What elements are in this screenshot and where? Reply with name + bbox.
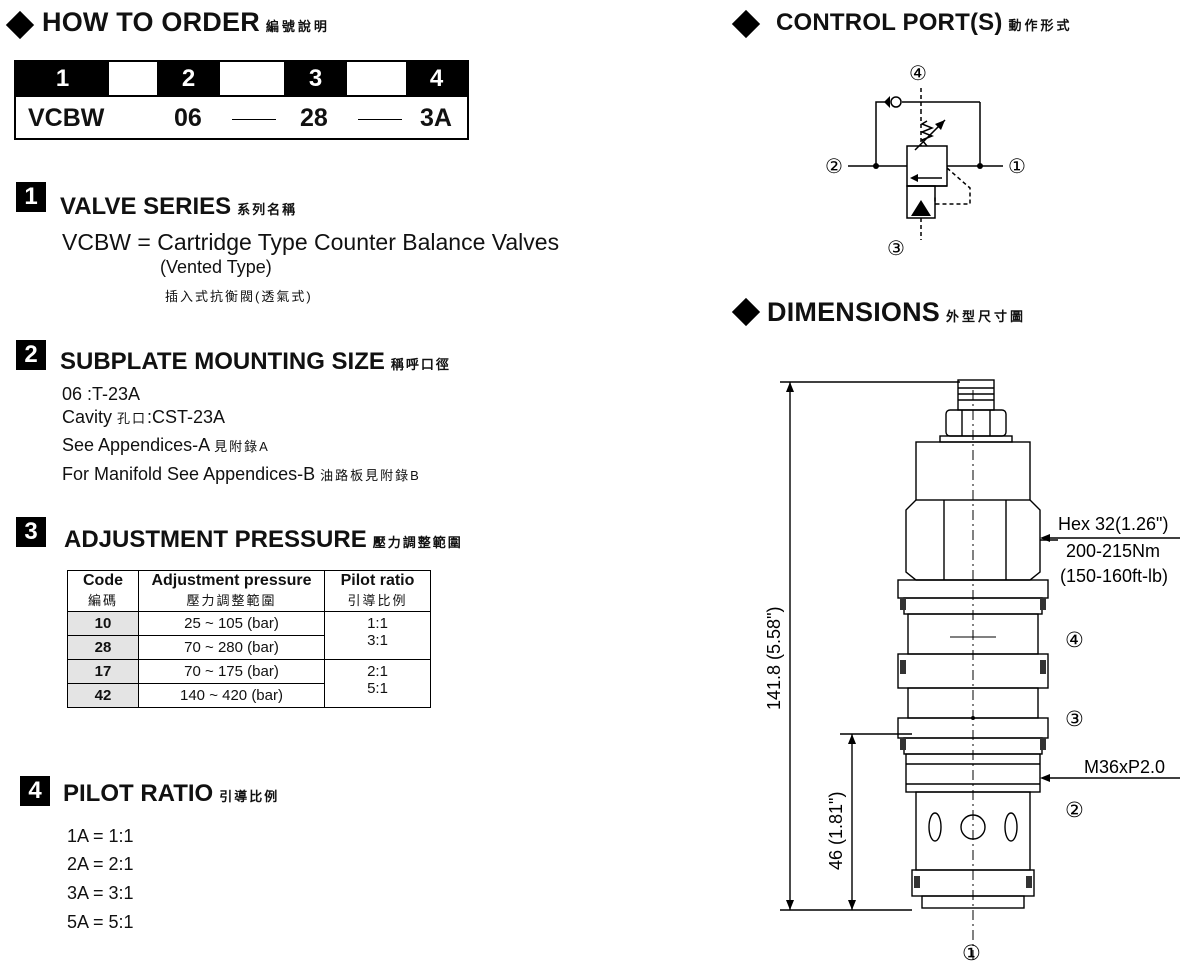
pilot-ratio-item: 5A = 5:1	[67, 912, 134, 932]
table-cell-range: 140 ~ 420 (bar)	[138, 683, 325, 708]
cavity-line: Cavity 孔口:CST-23A	[62, 407, 226, 427]
hex-label: Hex 32(1.26")	[1058, 514, 1168, 534]
order-value-series: VCBW	[28, 104, 105, 132]
order-code-box: 1 2 3 4 VCBW 06 28 3A	[14, 60, 469, 140]
section-number: 1	[16, 182, 46, 212]
order-dash	[358, 119, 402, 120]
overall-length-label: 141.8 (5.58")	[764, 607, 784, 710]
lower-length-label: 46 (1.81")	[826, 792, 846, 870]
table-cell-range: 25 ~ 105 (bar)	[138, 611, 325, 636]
order-value-pressure: 28	[300, 104, 328, 132]
dim-port-label-4: ④	[1065, 629, 1084, 652]
dim-port-label-2: ②	[1065, 799, 1084, 822]
pilot-ratio-item: 3A = 3:1	[67, 883, 134, 903]
appendix-b-line: For Manifold See Appendices-B 油路板見附錄B	[62, 464, 421, 484]
valve-series-cn: 插入式抗衡閥(透氣式)	[165, 289, 313, 304]
table-cell-range: 70 ~ 175 (bar)	[138, 659, 325, 684]
cartridge-drawing: 141.8 (5.58") 46 (1.81") Hex 32(1.26") 2…	[764, 379, 1180, 965]
table-cell-code: 17	[67, 659, 139, 684]
bullet-diamond-icon	[731, 297, 761, 327]
thread-label: M36xP2.0	[1084, 757, 1165, 777]
section-number: 2	[16, 340, 46, 370]
valve-series-subtype: (Vented Type)	[160, 257, 272, 277]
hydraulic-symbol: ④ ② ① ③	[825, 63, 1026, 260]
pilot-ratio-item: 2A = 2:1	[67, 854, 134, 874]
table-cell-range: 70 ~ 280 (bar)	[138, 635, 325, 660]
table-cell-code: 28	[67, 635, 139, 660]
table-cell-code: 42	[67, 683, 139, 708]
dim-port-label-1: ①	[962, 942, 981, 965]
position-3: 3	[284, 62, 347, 95]
control-ports-heading: CONTROL PORT(S)動作形式	[776, 9, 1073, 36]
order-dash	[232, 119, 276, 120]
table-row: 28 70 ~ 280 (bar)	[67, 635, 431, 660]
valve-series-description: VCBW = Cartridge Type Counter Balance Va…	[62, 229, 560, 255]
position-1: 1	[16, 62, 109, 95]
dim-port-label-3: ③	[1065, 708, 1084, 731]
position-2: 2	[157, 62, 220, 95]
pilot-ratio-item: 1A = 1:1	[67, 826, 134, 846]
port-label-1: ①	[1008, 156, 1026, 178]
section-number: 3	[16, 517, 46, 547]
table-row: 42 140 ~ 420 (bar)	[67, 683, 431, 708]
table-cell-code: 10	[67, 611, 139, 636]
port-label-2: ②	[825, 156, 843, 178]
port-label-4: ④	[909, 63, 927, 85]
order-value-ratio: 3A	[420, 104, 452, 132]
bullet-diamond-icon	[5, 10, 35, 40]
port-label-3: ③	[887, 238, 905, 260]
appendix-a-line: See Appendices-A 見附錄A	[62, 435, 270, 455]
bullet-diamond-icon	[731, 9, 761, 39]
torque-ftlb-label: (150-160ft-lb)	[1060, 566, 1168, 586]
order-value-size: 06	[174, 104, 202, 132]
mounting-size-line: 06 :T-23A	[62, 384, 141, 404]
position-4: 4	[406, 62, 467, 95]
torque-nm-label: 200-215Nm	[1066, 541, 1160, 561]
section-number: 4	[20, 776, 50, 806]
